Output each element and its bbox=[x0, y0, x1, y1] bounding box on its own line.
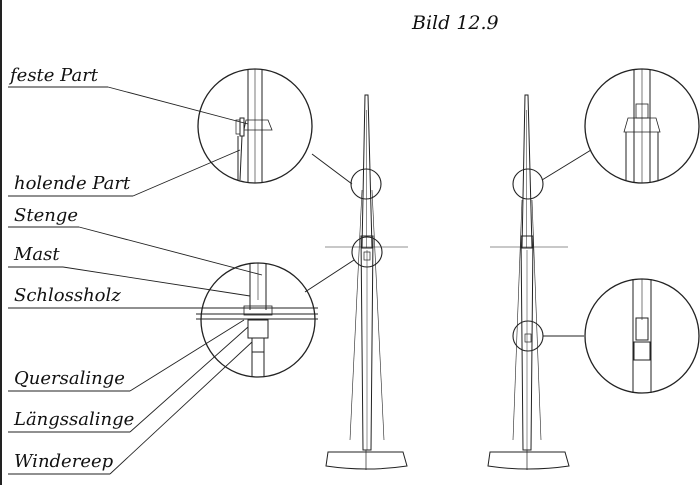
detail-top-right bbox=[584, 68, 700, 184]
label-feste-part: feste Part bbox=[10, 65, 99, 86]
label-mast: Mast bbox=[14, 244, 60, 265]
label-windereep: Windereep bbox=[14, 451, 114, 472]
label-laengssalinge: Längssalinge bbox=[14, 409, 135, 430]
label-schlossholz: Schlossholz bbox=[14, 285, 121, 306]
right-mast bbox=[487, 94, 592, 470]
label-quersalinge: Quersalinge bbox=[14, 368, 125, 389]
label-leaders bbox=[8, 86, 318, 475]
detail-bottom-left bbox=[196, 262, 318, 378]
label-stenge: Stenge bbox=[14, 205, 78, 226]
left-mast bbox=[304, 94, 408, 470]
figure-title: Bild 12.9 bbox=[412, 12, 499, 34]
detail-top-left bbox=[197, 68, 313, 184]
label-holende-part: holende Part bbox=[14, 173, 131, 194]
detail-bottom-right bbox=[584, 278, 700, 394]
